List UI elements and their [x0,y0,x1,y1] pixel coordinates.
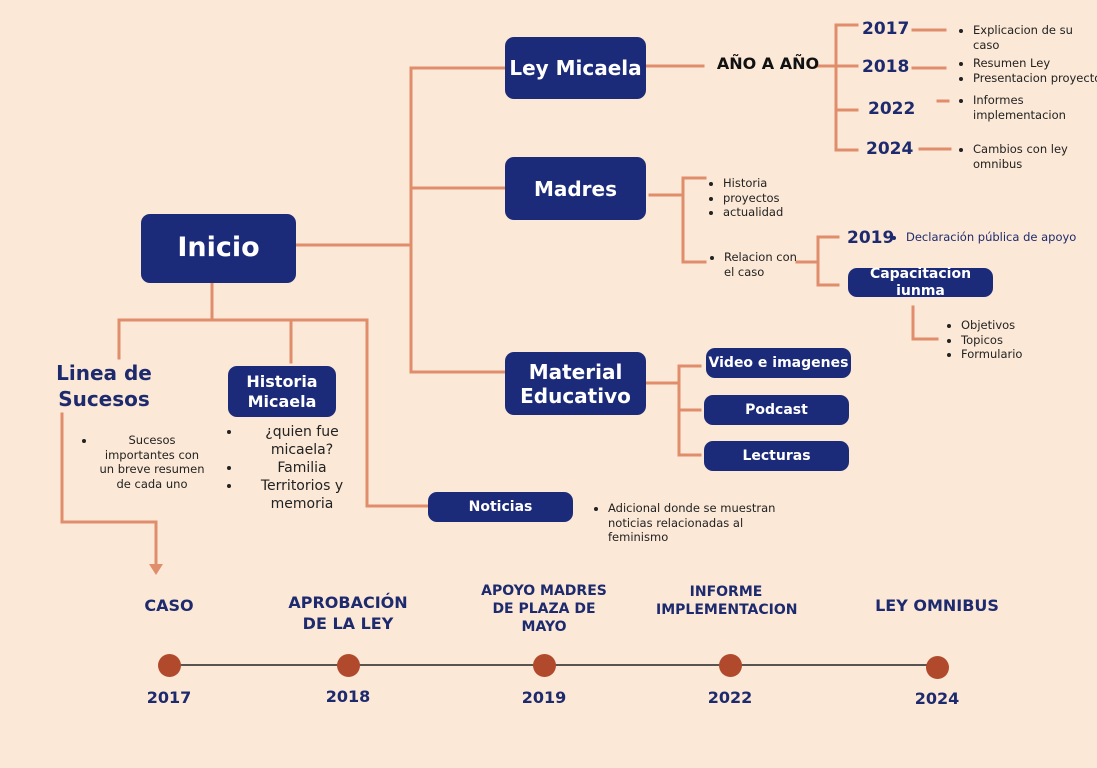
madres-2019-note: Declaración pública de apoyo [892,230,1081,244]
historia-items: ¿quien fue micaela? Familia Territorios … [228,423,362,513]
timeline-label-aprobacion: APROBACIÓN DE LA LEY [288,593,408,633]
list-item: Historia [723,176,823,191]
ley-2022-items: Informes implementacion [959,93,1083,122]
list-item: Informes implementacion [973,93,1083,122]
timeline-year-2022: 2022 [707,688,753,707]
ley-2018-items: Resumen Ley Presentacion proyecto [959,56,1097,85]
timeline-label-caso: CASO [144,596,194,615]
ley-year-2024: 2024 [866,139,914,159]
capacitacion-iunma-node[interactable]: Capacitacion iunma [848,266,993,299]
ley-micaela-node[interactable]: Ley Micaela [505,37,646,99]
linea-de-sucesos-title: Linea de Sucesos [56,361,152,411]
historia-micaela-node[interactable]: Historia Micaela [228,366,336,417]
material-educativo-node[interactable]: Material Educativo [505,352,646,415]
lecturas-node[interactable]: Lecturas [704,441,849,471]
list-item: Formulario [961,347,1071,362]
timeline-label-informe: INFORME IMPLEMENTACION [656,584,798,618]
list-item: actualidad [723,205,823,220]
list-item: Familia [242,459,362,477]
ley-2024-items: Cambios con ley omnibus [959,142,1083,171]
capacitacion-items: Objetivos Topicos Formulario [947,318,1071,362]
list-item: ¿quien fue micaela? [242,423,362,459]
timeline-year-2018: 2018 [325,687,371,706]
list-item: Sucesos importantes con un breve resumen… [96,433,208,491]
timeline-dot-2019 [533,654,556,677]
noticias-note: Adicional donde se muestran noticias rel… [594,501,778,545]
timeline-label-ley-omnibus: LEY OMNIBUS [875,596,999,615]
list-item: Relacion con el caso [724,250,806,279]
timeline-dot-2017 [158,654,181,677]
ley-year-2017: 2017 [862,19,910,39]
list-item: Presentacion proyecto [973,71,1097,86]
ano-a-ano-label: AÑO A AÑO [716,54,820,73]
timeline-year-2019: 2019 [521,688,567,707]
list-item: Adicional donde se muestran noticias rel… [608,501,778,545]
list-item: Territorios y memoria [242,477,362,513]
list-item: Cambios con ley omnibus [973,142,1083,171]
list-item: Explicacion de su caso [973,23,1083,52]
main-node-inicio[interactable]: Inicio [141,214,296,283]
list-item: Resumen Ley [973,56,1097,71]
ley-year-2018: 2018 [862,57,910,77]
madres-relacion: Relacion con el caso [710,250,806,279]
linea-bullet: Sucesos importantes con un breve resumen… [82,433,208,491]
timeline-dot-2018 [337,654,360,677]
list-item: Objetivos [961,318,1071,333]
timeline-label-apoyo-madres: APOYO MADRES DE PLAZA DE MAYO [481,583,607,635]
madres-node[interactable]: Madres [505,157,646,220]
noticias-node[interactable]: Noticias [428,492,573,522]
list-item: Declaración pública de apoyo [906,230,1081,244]
podcast-node[interactable]: Podcast [704,395,849,425]
list-item: Topicos [961,333,1071,348]
video-imagenes-node[interactable]: Video e imagenes [706,348,851,378]
list-item: proyectos [723,191,823,206]
timeline-dot-2024 [926,656,949,679]
madres-bullets: Historia proyectos actualidad [709,176,823,220]
madres-year-2019: 2019 [847,228,895,248]
timeline-year-2024: 2024 [914,689,960,708]
timeline-dot-2022 [719,654,742,677]
timeline-year-2017: 2017 [146,688,192,707]
ley-year-2022: 2022 [868,99,916,119]
ley-2017-items: Explicacion de su caso [959,23,1083,52]
